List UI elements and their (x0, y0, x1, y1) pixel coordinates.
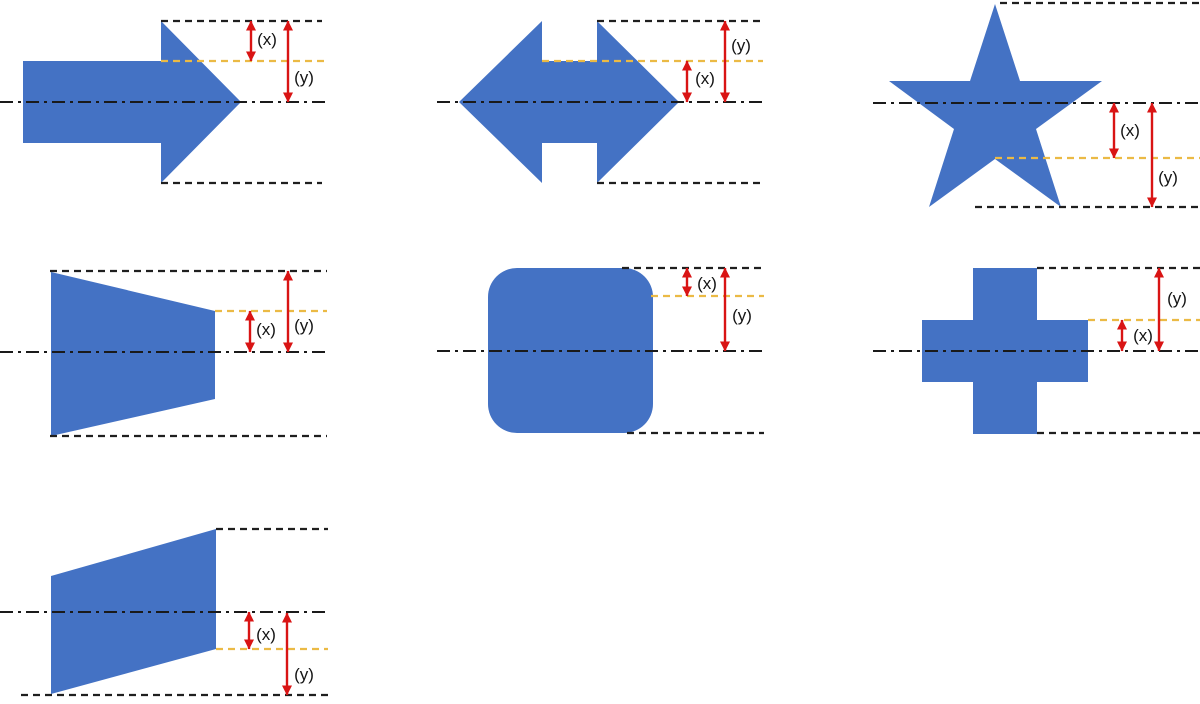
dimension-y-label: (y) (294, 316, 314, 335)
dimension-x-label: (x) (1133, 326, 1153, 345)
figure-skewed-quad: (x) (y) (0, 527, 328, 697)
dimension-x-label: (x) (256, 625, 276, 644)
trapezoid-shape (51, 272, 215, 436)
figure-star: (x) (y) (873, 1, 1200, 209)
dimension-y-label: (y) (731, 36, 751, 55)
dimension-y-label: (y) (1167, 289, 1187, 308)
figure-double-arrow: (x) (y) (437, 19, 763, 185)
dimension-x-label: (x) (695, 69, 715, 88)
figure-cross: (x) (y) (873, 266, 1200, 435)
figure-right-arrow: (x) (y) (0, 19, 326, 185)
figure-trapezoid: (x) (y) (0, 269, 327, 438)
dimension-y-label: (y) (294, 68, 314, 87)
dimension-y-label: (y) (294, 665, 314, 684)
dimension-x-label: (x) (257, 30, 277, 49)
star-shape (889, 4, 1102, 207)
dimension-x-label: (x) (256, 320, 276, 339)
dimension-x-label: (x) (1120, 121, 1140, 140)
dimension-x-label: (x) (697, 274, 717, 293)
figure-rounded-square: (x) (y) (437, 266, 764, 435)
dimension-y-label: (y) (732, 306, 752, 325)
dimension-y-label: (y) (1158, 168, 1178, 187)
